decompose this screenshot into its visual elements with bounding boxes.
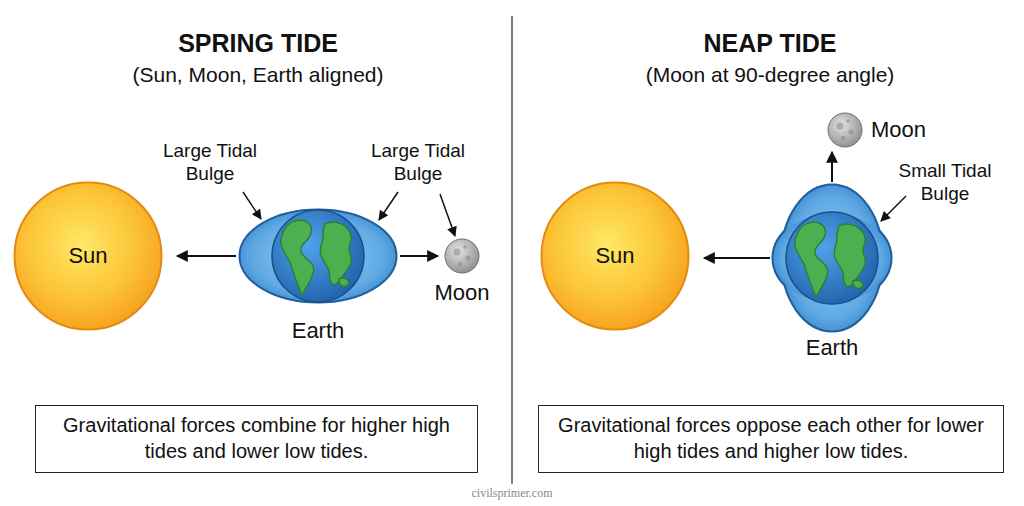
sun-disc [542,183,689,330]
panel-title: SPRING TIDE [178,28,338,58]
continent [795,222,828,297]
sun-label: Sun [595,243,634,269]
earth-globe [786,212,878,304]
continent [320,222,351,285]
earth-tidal-bulge: Earth [238,208,398,304]
tidal-bulge-outline [782,186,882,331]
sun-circle: Sun [13,181,163,331]
continent [339,278,349,286]
tidal-bulge [782,186,882,331]
panel-subtitle: (Sun, Moon, Earth aligned) [133,62,384,87]
moon-crater [466,256,471,261]
moon-crater [454,249,461,256]
sun-disc [15,183,162,330]
earth-illustration [238,208,398,304]
moon-disc [828,113,862,147]
tidal-bulge [240,210,397,303]
moon-crater [841,136,845,140]
leader-arrow [243,192,261,219]
earth-label: Earth [292,318,345,344]
force-arrow [704,257,770,259]
earth-label: Earth [806,335,859,361]
moon-crater [849,130,854,135]
continent [281,220,314,295]
leader-arrow [440,194,455,236]
leader-arrow [379,192,398,220]
panel-divider [511,16,513,484]
continents [795,222,866,297]
moon-illustration [444,238,480,274]
caption-text: Gravitational forces oppose each other f… [549,412,993,464]
caption-box: Gravitational forces combine for higher … [35,405,478,473]
moon-circle: Moon [827,112,863,148]
caption-text: Gravitational forces combine for higher … [46,412,467,464]
earth-tidal-bulge: Earth [772,184,892,332]
moon-crater [458,262,462,266]
sun-label: Sun [68,243,107,269]
moon-illustration [827,112,863,148]
continent [834,224,865,287]
moon-label: Moon [434,280,489,306]
panel-title: NEAP TIDE [704,28,837,58]
continents [281,220,352,295]
panel-subtitle: (Moon at 90-degree angle) [646,62,895,87]
bulge-label: Large Tidal Bulge [353,140,483,186]
moon-circle: Moon [444,238,480,274]
force-arrow [177,255,236,257]
force-arrow [400,255,438,257]
ocean [786,212,878,304]
moon-crater [463,245,467,249]
continent [853,280,863,288]
bulge-label: Small Tidal Bulge [880,160,1010,206]
ocean [272,210,364,302]
watermark: civilsprimer.com [472,486,553,500]
caption-box: Gravitational forces oppose each other f… [538,405,1004,473]
moon-label: Moon [871,117,926,143]
moon-crater [846,119,850,123]
earth-illustration [772,184,892,332]
bulge-label: Large Tidal Bulge [145,140,275,186]
moon-crater [837,123,844,130]
moon-disc [445,239,479,273]
leader-arrow [881,196,906,221]
force-arrow [831,152,833,182]
sun-circle: Sun [540,181,690,331]
earth-globe [272,210,364,302]
